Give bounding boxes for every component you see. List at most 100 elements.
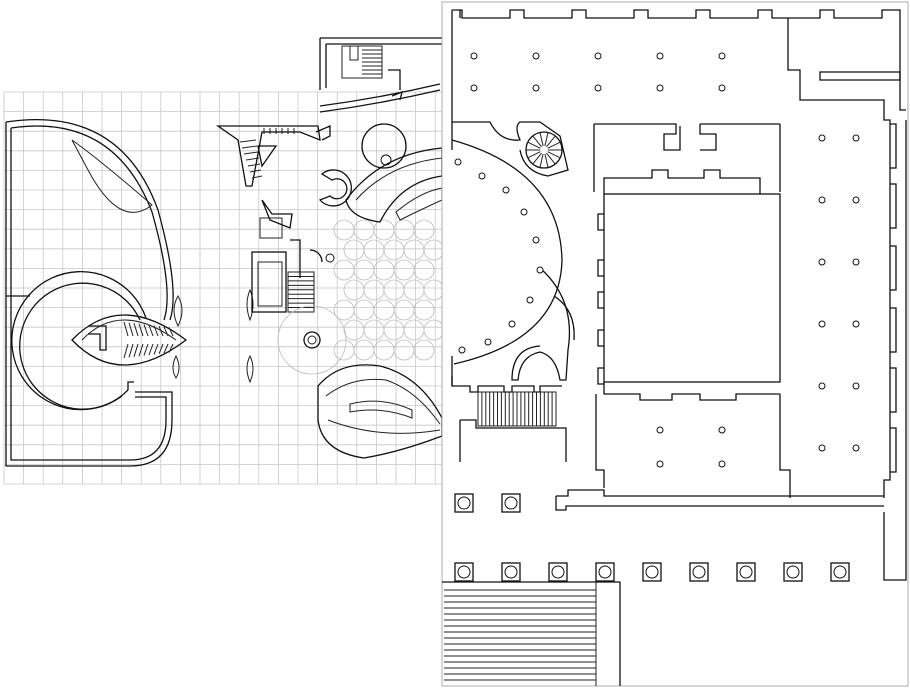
- exedra-column: [520, 208, 528, 216]
- round-pavilion-column: [380, 154, 392, 166]
- stair-tread: [148, 343, 154, 356]
- hall-column: [852, 258, 860, 266]
- round-pavilion: [361, 123, 407, 169]
- small-leaf: [246, 354, 254, 384]
- fountain: [303, 331, 321, 349]
- triangle-core: [257, 145, 278, 168]
- paving-circle: [423, 279, 445, 301]
- portico-column-base: [783, 562, 803, 582]
- paving-circle: [393, 259, 415, 281]
- fountain-core: [307, 335, 317, 345]
- podium-steps: [444, 589, 596, 681]
- exedra-wall: [451, 139, 563, 365]
- paving-circle: [393, 219, 415, 241]
- portico-column-base: [501, 562, 521, 582]
- small-leaf: [173, 294, 183, 328]
- paving-circle: [373, 259, 395, 281]
- pier-column: [504, 496, 518, 510]
- paving-circle: [343, 319, 365, 341]
- exedra-column: [526, 296, 534, 304]
- curved-gallery-wing: [5, 118, 254, 467]
- middle-stair: [259, 217, 283, 239]
- west-piers: [454, 493, 521, 513]
- portico-column: [786, 565, 800, 579]
- spiral-tread: [546, 135, 556, 148]
- hall-column: [470, 84, 478, 92]
- wall-niche: [890, 123, 897, 169]
- fountain-basin: [277, 305, 347, 375]
- gallery-large-arc: [5, 118, 174, 321]
- stair-tread: [163, 343, 169, 354]
- paving-circle: [373, 339, 395, 361]
- stair-tread: [123, 343, 129, 359]
- upper-crescent-pavilion: [345, 147, 443, 223]
- hall-column: [594, 84, 602, 92]
- hall-column: [718, 52, 726, 60]
- paving-circle: [403, 279, 425, 301]
- portico-columns: [454, 562, 850, 582]
- paving-circle: [413, 299, 435, 321]
- stair-tread: [251, 175, 263, 179]
- south-hall-walls: [595, 394, 791, 498]
- stair-tread: [143, 324, 149, 337]
- hall-column: [852, 382, 860, 390]
- central-courtyard: [603, 193, 781, 383]
- spiral-tread: [539, 132, 544, 147]
- hall-column: [818, 382, 826, 390]
- east-range-wall: [787, 18, 891, 498]
- hall-column: [594, 52, 602, 60]
- hall-column: [656, 460, 664, 468]
- hall-column: [818, 196, 826, 204]
- spiral-tread: [544, 132, 549, 147]
- portico-column-base: [689, 562, 709, 582]
- paving-circle: [403, 319, 425, 341]
- rotunda-ring-outer: [11, 271, 147, 411]
- stair-tread: [138, 323, 144, 337]
- paving-circle: [393, 299, 415, 321]
- paving-circle: [393, 339, 415, 361]
- wall-niche: [890, 183, 897, 229]
- gallery-outer-wall: [5, 122, 173, 467]
- stair-tread: [128, 343, 134, 358]
- paving-circle: [383, 239, 405, 261]
- portico-column: [598, 565, 612, 579]
- exedra-apse: [511, 267, 571, 381]
- stair-tread: [138, 343, 144, 357]
- paving-circle: [363, 239, 385, 261]
- wall-niche: [890, 427, 897, 473]
- hall-column: [718, 84, 726, 92]
- courtyard-north-piers: [603, 169, 761, 194]
- portico-column: [551, 565, 565, 579]
- lower-crescent-pavilion: [317, 364, 443, 459]
- exedra-column: [508, 320, 516, 328]
- pier-column: [457, 496, 471, 510]
- spiral-tread: [527, 141, 541, 149]
- lower-crescent-ribs: [327, 419, 441, 434]
- courtyard-pier: [597, 259, 604, 277]
- service-stair-steps: [362, 49, 382, 75]
- portico-column-base: [454, 562, 474, 582]
- hall-column: [718, 426, 726, 434]
- hall-column: [852, 196, 860, 204]
- spiral-tread: [544, 153, 549, 168]
- hall-column: [852, 134, 860, 142]
- courtyard-pier: [597, 213, 604, 231]
- paving-circle: [403, 239, 425, 261]
- paving-circle: [413, 219, 435, 241]
- entrance-arc-outer: [319, 83, 441, 107]
- paving-circle: [373, 299, 395, 321]
- stair-walls: [290, 239, 323, 278]
- stair-tread: [123, 321, 129, 337]
- portico-column-base: [830, 562, 850, 582]
- upper-crescent-inner: [355, 157, 443, 201]
- stair-tread: [133, 323, 139, 337]
- gallery-large-arc-inner: [10, 125, 168, 321]
- courtyard-pier: [597, 329, 604, 347]
- gallery-inner-wall: [10, 128, 167, 461]
- portico-column-base: [736, 562, 756, 582]
- stair-tread: [239, 139, 257, 143]
- entrance-stair-steps: [481, 392, 553, 426]
- spiral-tread: [547, 151, 561, 159]
